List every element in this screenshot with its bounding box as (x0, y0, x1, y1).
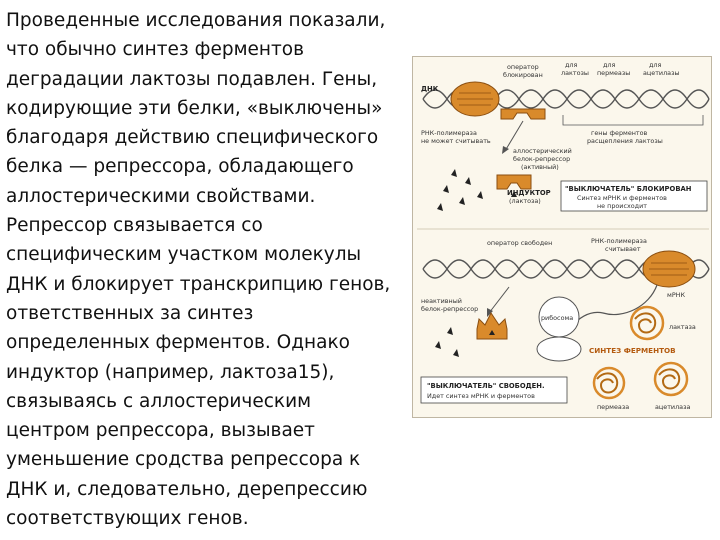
arrow-head-2 (487, 308, 493, 317)
text-line: белка — репрессора, обладающего (6, 156, 354, 178)
text-line: уменьшение сродства репрессора к (6, 449, 361, 471)
text-line: Проведенные исследования показали, (6, 10, 386, 31)
inactive-repressor (476, 312, 508, 340)
switch-blocked-title: "ВЫКЛЮЧАТЕЛЬ" БЛОКИРОВАН (565, 185, 692, 193)
switch-blocked-box (560, 180, 708, 212)
switch-blocked-line-1: Синтез мРНК и ферментов (577, 194, 667, 202)
operator-label-1: оператор (507, 63, 539, 71)
enzyme-lactase (629, 305, 665, 341)
text-line: что обычно синтез ферментов (6, 39, 305, 61)
lac-operon-figure: ДНК оператор блокирован для лактозы для … (412, 56, 712, 418)
operator-free-label: оператор свободен (487, 239, 552, 247)
rnap-reads-label-1: РНК-полимераза (591, 237, 647, 245)
inactive-repressor-label-2: белок-репрессор (421, 305, 478, 313)
rnap-blocked-label-1: РНК-полимераза (421, 129, 477, 137)
repressor-label-2: белок-репрессор (513, 155, 570, 163)
genes-label-2: расщепления лактозы (587, 137, 663, 145)
rnap-blocked-label-2: не может считывать (421, 137, 491, 145)
genes-label-1: гены ферментов (591, 129, 648, 137)
text-line: центром репрессора, вызывает (6, 420, 315, 442)
figure-svg: ДНК оператор блокирован для лактозы для … (417, 61, 710, 411)
inactive-repressor-label-1: неактивный (421, 297, 462, 305)
mrna-label: мРНК (667, 291, 685, 299)
text-line: определенных ферментов. Однако (6, 332, 350, 354)
inducer-arrow (511, 191, 517, 197)
arrow-line-2 (488, 286, 510, 314)
ribosome-label: рибосома (541, 314, 573, 322)
text-line: индуктор (например, лактоза15), (6, 361, 335, 383)
repressor-shape (500, 108, 546, 120)
text-line: соответствующих генов. (6, 508, 249, 530)
enzyme-permease (592, 366, 626, 400)
text-line: Репрессор связывается со (6, 215, 263, 237)
operator-label-2: блокирован (503, 71, 543, 79)
lactase-label: лактаза (669, 323, 696, 331)
enzyme-acetylase (653, 361, 689, 397)
switch-free-line-1: Идет синтез мРНК и ферментов (427, 392, 535, 400)
body-paragraph: Проведенные исследования показали, что о… (6, 6, 411, 533)
acetylase-label: ацетилаза (655, 403, 690, 411)
rna-polymerase-texture (457, 92, 493, 106)
ribosome-small (536, 336, 582, 362)
repressor-label-3: (активный) (521, 163, 559, 171)
repressor-label-1: аллостерический (513, 147, 572, 155)
gene-label-permease-1: для (603, 61, 616, 69)
arrow-head (502, 146, 509, 154)
text-line: деградации лактозы подавлен. Гены, (6, 68, 378, 90)
dna-label: ДНК (421, 85, 439, 93)
inducer-label-2: (лактоза) (509, 197, 541, 205)
enzyme-synth-label: СИНТЕЗ ФЕРМЕНТОВ (589, 346, 676, 355)
gene-label-lactose-2: лактозы (561, 69, 589, 77)
arrow-line (504, 120, 524, 152)
rnap-reads-label-2: считывает (605, 245, 641, 253)
genes-bracket (562, 115, 704, 126)
text-line: благодаря действию специфического (6, 127, 379, 149)
text-line: связываясь с аллостерическим (6, 390, 312, 412)
permease-label: пермеаза (597, 403, 629, 411)
gene-label-acetylase-1: для (649, 61, 662, 69)
text-line: ДНК и блокирует транскрипцию генов, (6, 273, 391, 295)
text-line: ДНК и, следовательно, дерепрессию (6, 478, 368, 500)
gene-label-acetylase-2: ацетилазы (643, 69, 680, 77)
active-repressor (496, 174, 532, 190)
bound-inducer (489, 330, 495, 335)
rna-polymerase-texture-2 (649, 262, 689, 276)
text-line: специфическим участком молекулы (6, 244, 362, 266)
inducer-molecules-bottom (435, 327, 459, 357)
gene-label-lactose-1: для (565, 61, 578, 69)
gene-label-permease-2: пермеазы (597, 69, 630, 77)
text-line: кодирующие эти белки, «выключены» (6, 97, 383, 119)
switch-blocked-line-2: не происходит (597, 202, 647, 210)
text-line: аллостерическими свойствами. (6, 185, 316, 207)
inducer-label-1: ИНДУКТОР (507, 189, 551, 197)
inducer-molecules (437, 169, 483, 211)
text-line: ответственных за синтез (6, 302, 254, 324)
switch-free-title: "ВЫКЛЮЧАТЕЛЬ" СВОБОДЕН. (427, 382, 545, 390)
switch-free-box (420, 376, 568, 404)
